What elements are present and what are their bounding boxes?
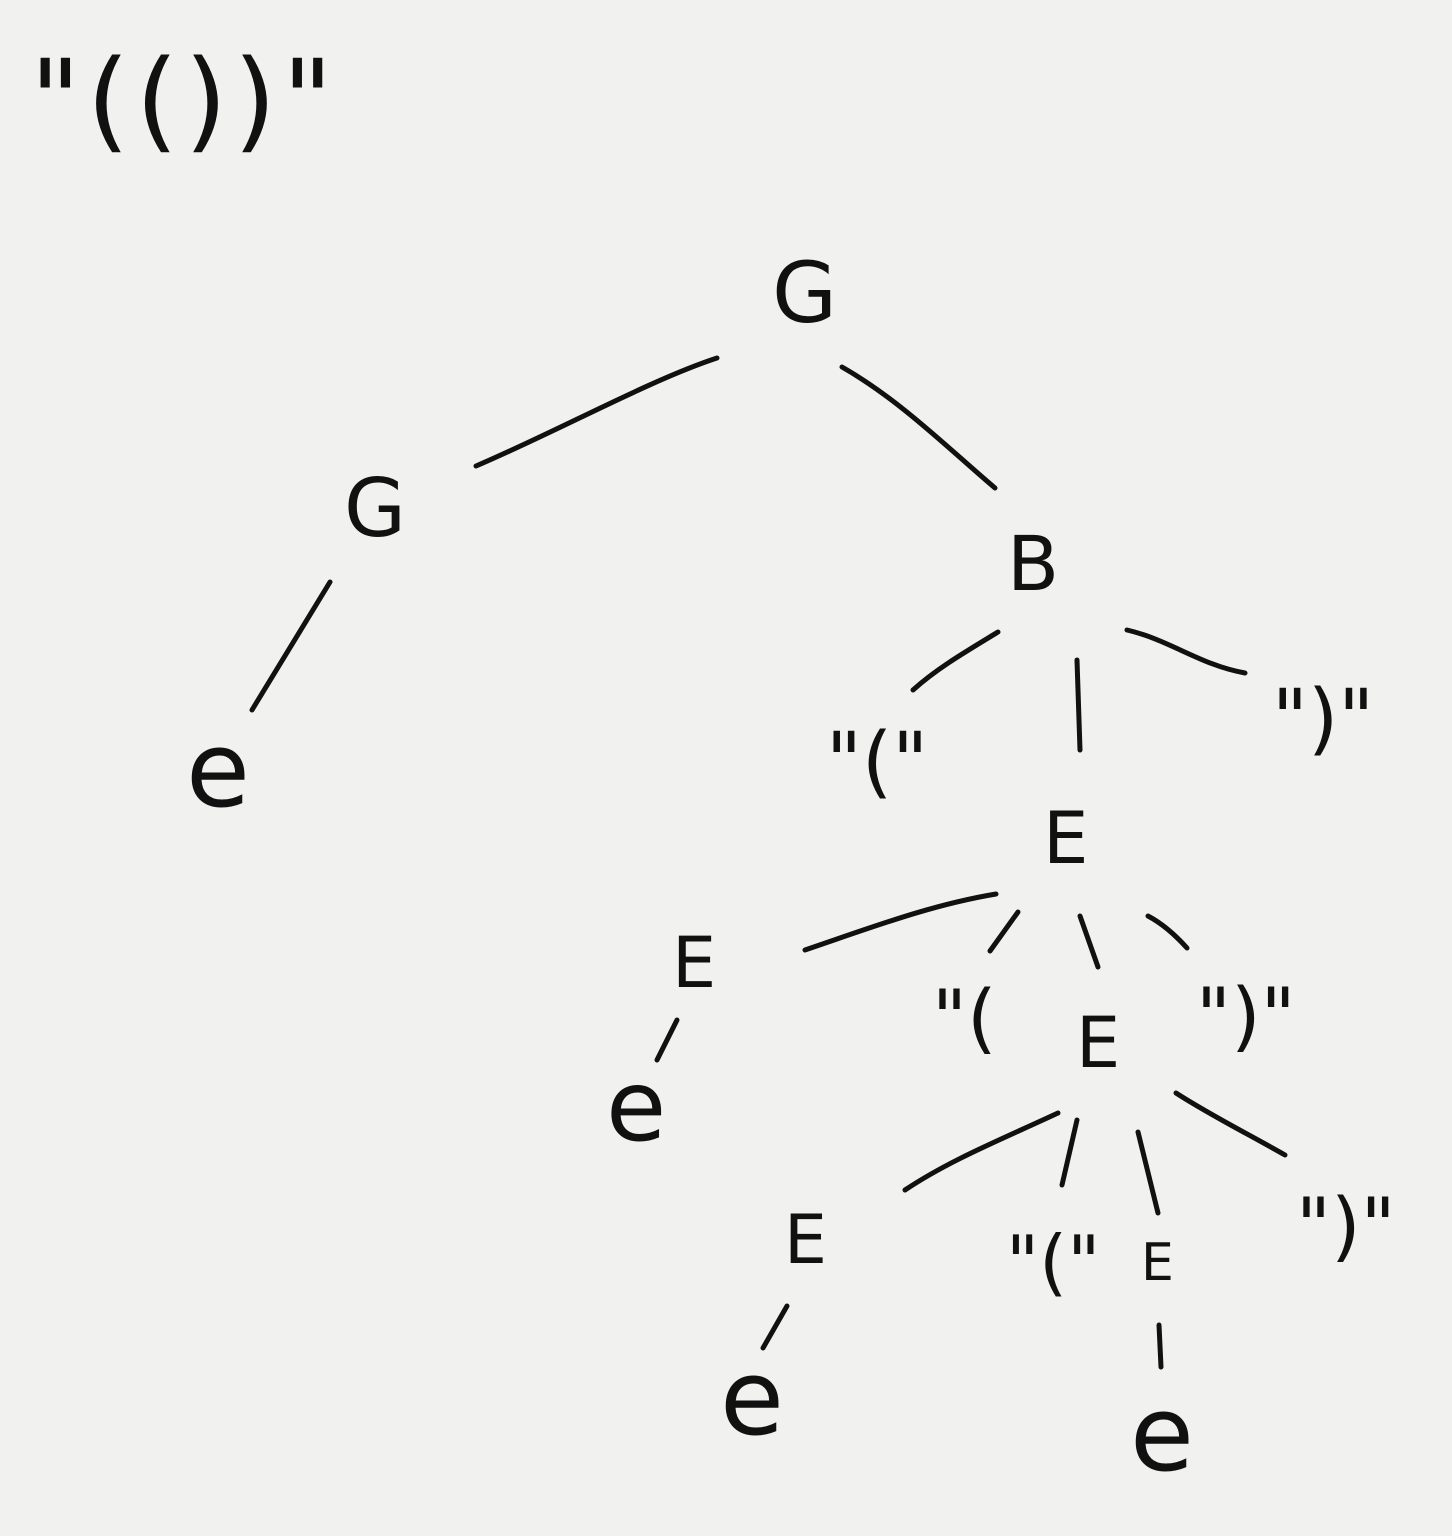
edge-e1-close	[1145, 913, 1190, 951]
edge-e3-close	[1173, 1090, 1288, 1158]
node-g-left: G	[344, 462, 406, 555]
edge-e3-e5	[1135, 1129, 1161, 1216]
edge-e4-e	[760, 1303, 790, 1351]
node-b-close-paren: ")"	[1272, 674, 1374, 764]
edge-e2-e	[654, 1017, 680, 1063]
node-e1: E	[1043, 796, 1089, 880]
node-b: B	[1007, 519, 1059, 608]
edge-e1-e3	[1077, 913, 1101, 970]
edge-e3-open	[1059, 1117, 1080, 1188]
edge-e3-e4	[902, 1110, 1061, 1193]
edge-gleft-e	[249, 579, 333, 713]
tree-nodes: G G e B "(" ")" E E e "( E ")" E e "(" E…	[186, 244, 1396, 1495]
tree-edges	[249, 355, 1288, 1370]
edge-groot-gleft	[473, 355, 720, 469]
node-e4-leaf: e	[720, 1337, 784, 1459]
node-e2: E	[672, 922, 716, 1004]
node-e3-close-paren: ")"	[1296, 1181, 1396, 1270]
node-e5-leaf: e	[1130, 1373, 1194, 1495]
node-e-left-leaf: e	[186, 709, 250, 831]
node-e3: E	[1076, 1002, 1120, 1084]
node-g-root: G	[772, 244, 837, 342]
node-e4: E	[784, 1201, 827, 1280]
node-e1-open-paren: "(	[932, 973, 997, 1062]
edge-e1-open	[987, 909, 1021, 954]
edge-groot-b	[839, 364, 998, 491]
node-e3-open-paren: "("	[1006, 1220, 1100, 1304]
edge-e5-e	[1156, 1322, 1164, 1370]
edge-b-close	[1124, 627, 1248, 676]
input-string: "(())"	[30, 36, 339, 164]
node-e5: E	[1141, 1233, 1174, 1293]
node-b-open-paren: "("	[826, 717, 928, 807]
edge-b-open	[910, 629, 1001, 693]
edge-e1-e2	[802, 891, 999, 953]
node-e1-close-paren: ")"	[1196, 971, 1296, 1060]
node-e2-leaf: e	[606, 1050, 666, 1164]
edge-b-e1	[1074, 657, 1083, 753]
